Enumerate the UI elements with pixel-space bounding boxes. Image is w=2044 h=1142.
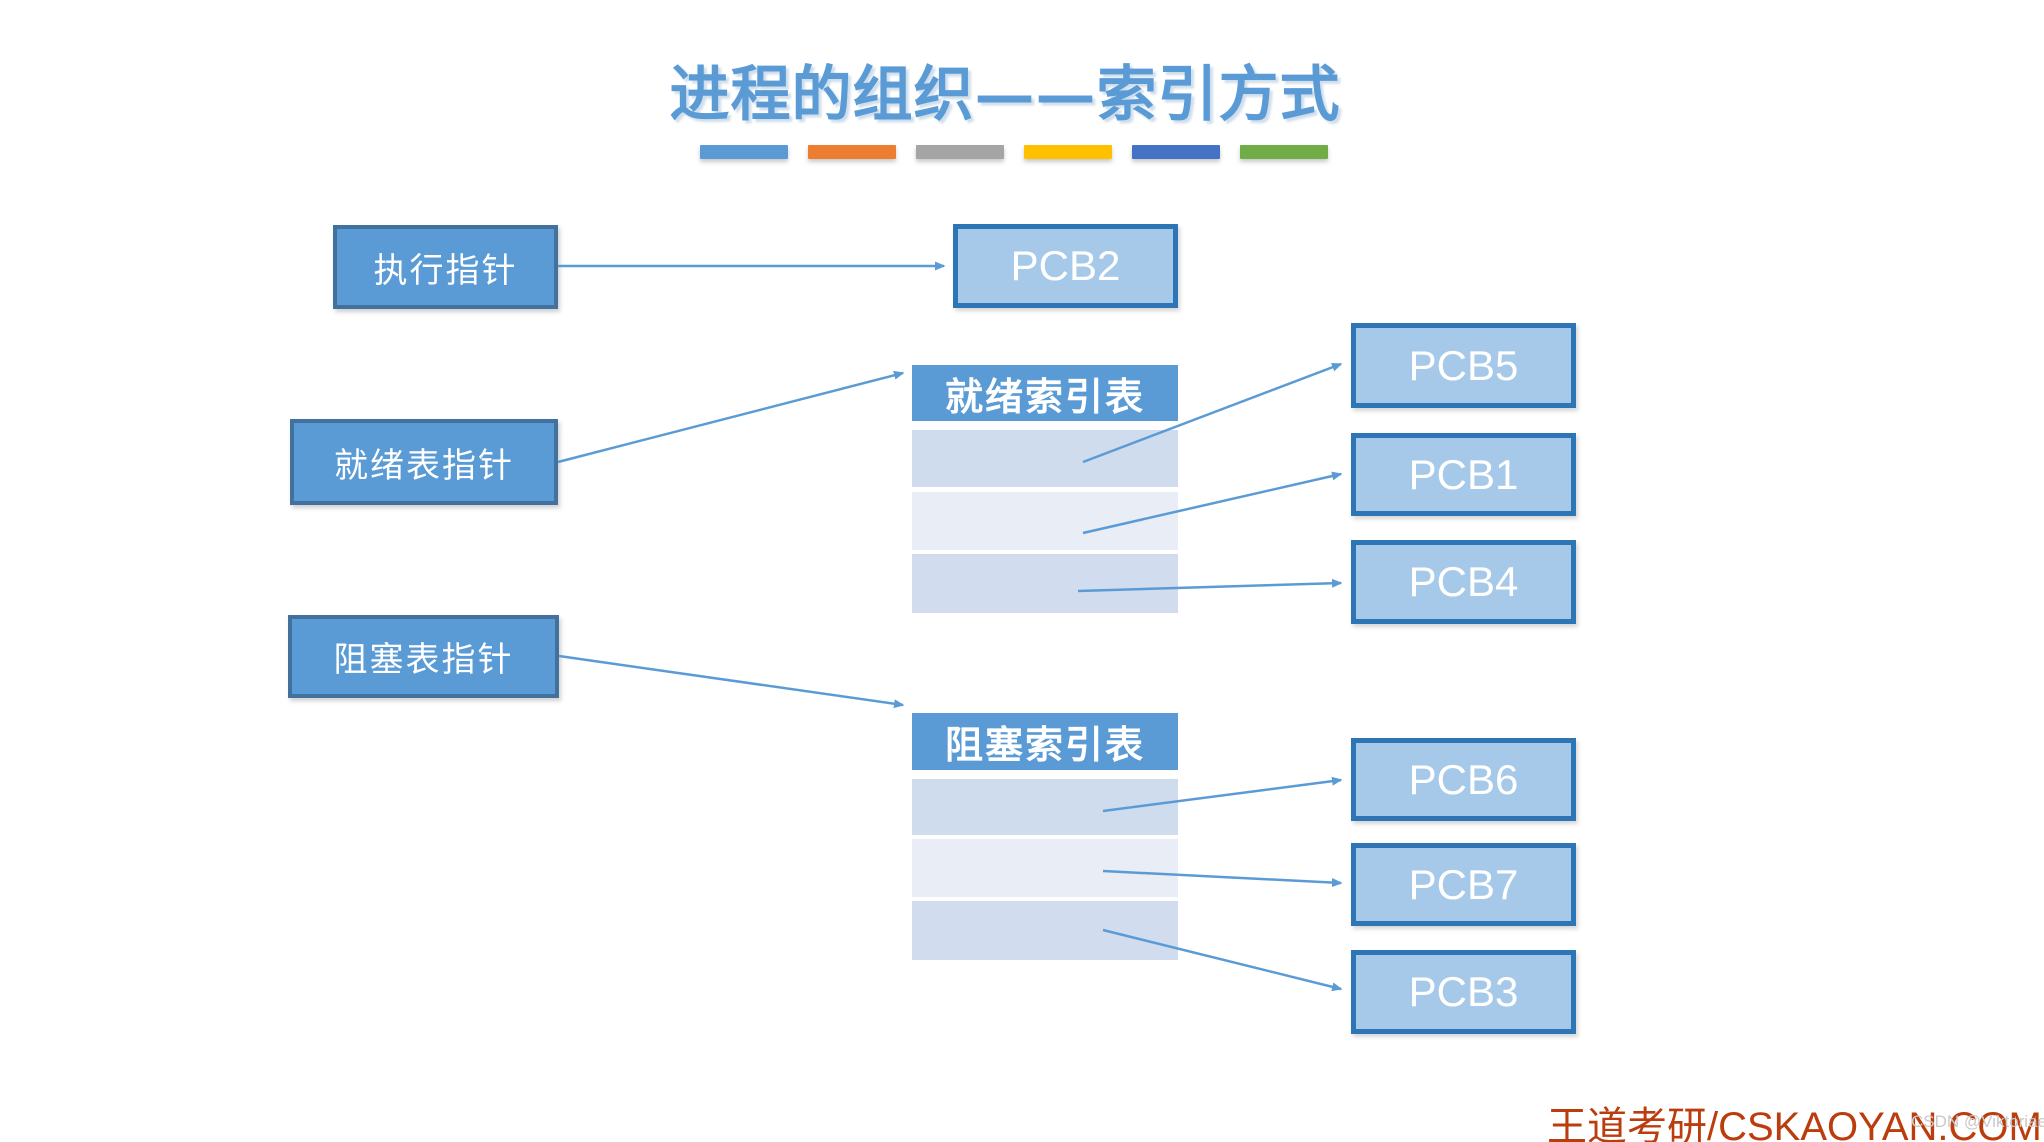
brand-watermark: 王道考研/CSKAOYAN.COM [1547, 1105, 2042, 1142]
pcb-box-exec: PCB2 [953, 224, 1178, 308]
theme-bar-green [1240, 145, 1328, 159]
csdn-watermark: CSDN @Viktoriae [1911, 1112, 2044, 1131]
pcb-box-blocked-0: PCB6 [1351, 738, 1576, 821]
blocked-index-row-1 [912, 779, 1178, 835]
theme-bar-blue [700, 145, 788, 159]
blocked-index-table-header: 阻塞索引表 [912, 713, 1178, 770]
arrow-blockedptr-to-table [558, 654, 905, 709]
exec-pointer-box: 执行指针 [333, 225, 558, 309]
title-underline-bars [700, 145, 1328, 159]
pcb-box-ready-0: PCB5 [1351, 323, 1576, 408]
pcb-box-ready-1: PCB1 [1351, 433, 1576, 516]
blocked-index-row-3 [912, 901, 1178, 960]
blocked-pointer-box: 阻塞表指针 [288, 615, 559, 698]
theme-bar-gold [1024, 145, 1112, 159]
pcb-box-blocked-2: PCB3 [1351, 950, 1576, 1034]
arrow-readyptr-to-table [557, 370, 905, 464]
ready-index-row-1 [912, 430, 1178, 487]
pcb-box-ready-2: PCB4 [1351, 540, 1576, 624]
theme-bar-darkblue [1132, 145, 1220, 159]
page-title: 进程的组织——索引方式 [669, 60, 1341, 130]
blocked-index-row-2 [912, 839, 1178, 897]
ready-index-row-2 [912, 492, 1178, 550]
theme-bar-orange [808, 145, 896, 159]
ready-index-table-header: 就绪索引表 [912, 365, 1178, 421]
pcb-box-blocked-1: PCB7 [1351, 843, 1576, 926]
ready-index-row-3 [912, 554, 1178, 613]
ready-pointer-box: 就绪表指针 [290, 419, 558, 505]
theme-bar-gray [916, 145, 1004, 159]
